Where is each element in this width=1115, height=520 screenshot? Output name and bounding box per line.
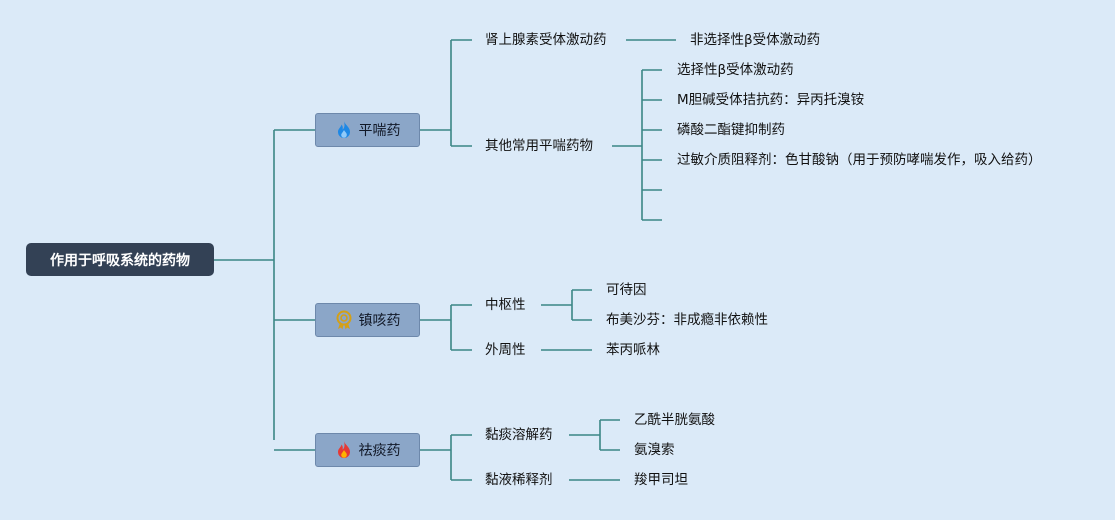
item-node[interactable]: 可待因 xyxy=(606,282,647,298)
connector-pingchuan-g2 xyxy=(612,69,662,221)
category-label: 祛痰药 xyxy=(358,443,401,459)
group-node[interactable]: 外周性 xyxy=(485,342,526,358)
flame-icon xyxy=(335,120,353,140)
item-node[interactable]: 乙酰半胱氨酸 xyxy=(634,412,715,428)
connector-zhenke-g1 xyxy=(541,289,592,321)
root-node[interactable]: 作用于呼吸系统的药物 xyxy=(26,243,214,276)
category-zhenke[interactable]: 镇咳药 xyxy=(315,303,420,337)
item-node[interactable]: 布美沙芬：非成瘾非依赖性 xyxy=(606,312,768,328)
connector-zhenke xyxy=(420,304,472,351)
group-node[interactable]: 黏液稀释剂 xyxy=(485,472,553,488)
award-medal-icon xyxy=(335,310,353,330)
item-node[interactable]: 氨溴索 xyxy=(634,442,675,458)
item-node[interactable]: 苯丙哌林 xyxy=(606,342,660,358)
group-node[interactable]: 中枢性 xyxy=(485,297,526,313)
category-qutan[interactable]: 祛痰药 xyxy=(315,433,420,467)
connector-qutan xyxy=(420,434,472,481)
item-node[interactable]: 过敏介质阻释剂：色甘酸钠（用于预防哮喘发作，吸入给药） xyxy=(677,152,1042,168)
category-pingchuan[interactable]: 平喘药 xyxy=(315,113,420,147)
item-node[interactable]: 羧甲司坦 xyxy=(634,472,688,488)
item-node[interactable]: 选择性β受体激动药 xyxy=(677,62,794,78)
connector-pingchuan xyxy=(420,39,472,147)
group-node[interactable]: 黏痰溶解药 xyxy=(485,427,553,443)
item-node[interactable]: 磷酸二酯键抑制药 xyxy=(677,122,785,138)
root-label: 作用于呼吸系统的药物 xyxy=(50,252,190,269)
connector-root xyxy=(214,129,315,451)
category-label: 镇咳药 xyxy=(358,313,401,329)
group-node[interactable]: 肾上腺素受体激动药 xyxy=(485,32,607,48)
item-node[interactable]: M胆碱受体拮抗药：异丙托溴铵 xyxy=(677,92,865,108)
group-node[interactable]: 其他常用平喘药物 xyxy=(485,138,593,154)
category-label: 平喘药 xyxy=(358,123,401,139)
connector-qutan-g1 xyxy=(569,419,620,451)
item-node[interactable]: 非选择性β受体激动药 xyxy=(690,32,821,48)
fire-icon xyxy=(335,440,353,460)
